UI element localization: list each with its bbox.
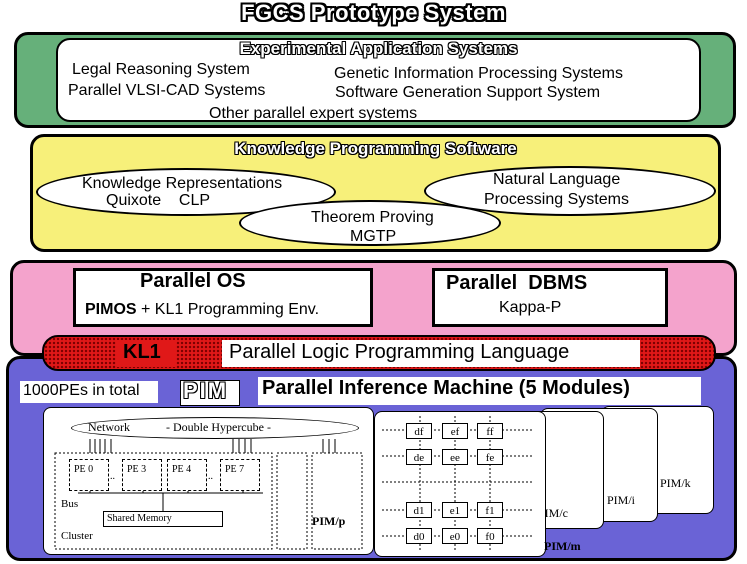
kl1-label-box	[116, 340, 176, 367]
parallel-os-box	[73, 268, 373, 327]
shared-memory-label: Shared Memory	[107, 513, 172, 524]
tp-ellipse	[239, 200, 501, 246]
pim-i-label: PIM/i	[607, 493, 636, 507]
mesh-node: f1	[477, 502, 503, 518]
parallel-os-title: Parallel OS	[140, 270, 246, 292]
pe-dots-right: ..	[208, 471, 213, 482]
mesh-node: ef	[442, 423, 468, 439]
pe-node-0-label: PE 0	[74, 464, 94, 475]
parallel-dbms-title: Parallel DBMS	[446, 272, 588, 294]
pe-total: 1000PEs in total	[23, 382, 140, 399]
nl-ellipse	[424, 166, 716, 216]
pim-logo-box	[180, 380, 240, 406]
dbms-sub: Kappa-P	[499, 299, 562, 316]
diagram-title: FGCS Prototype System	[241, 0, 506, 25]
mesh-node: d1	[406, 502, 432, 518]
pim-title-box	[258, 377, 701, 405]
pimos-sub: + KL1 Programming Env.	[136, 301, 320, 318]
kl1-label: KL1	[123, 341, 161, 363]
app-item-expert: Other parallel expert systems	[209, 105, 418, 122]
kr-line2: Quixote CLP	[106, 192, 211, 209]
app-item-genetic: Genetic Information Processing Systems	[334, 65, 624, 82]
pe-dots-left: ..	[110, 471, 115, 482]
mesh-node: e1	[442, 502, 468, 518]
pe-node-4-label: PE 4	[172, 464, 192, 475]
pim-title: Parallel Inference Machine (5 Modules)	[262, 377, 630, 399]
pe-node-3: PE 3	[122, 459, 162, 491]
pe-node-0: PE 0	[69, 459, 109, 491]
kps-heading: Knowledge Programming Software	[234, 139, 517, 158]
application-panel	[56, 38, 701, 122]
hypercube-label: - Double Hypercube -	[166, 420, 271, 434]
mesh-node: fe	[477, 449, 503, 465]
nl-line1: Natural Language	[493, 171, 621, 188]
mesh-node: d0	[406, 528, 432, 544]
tp-line2: MGTP	[350, 228, 397, 245]
mesh-node: de	[406, 449, 432, 465]
network-label: Network	[88, 420, 130, 434]
mesh-node: e0	[442, 528, 468, 544]
pe-node-3-label: PE 3	[127, 464, 147, 475]
mesh-node: df	[406, 423, 432, 439]
pe-node-7: PE 7	[220, 459, 260, 491]
mesh-node: ff	[477, 423, 503, 439]
pim-k-label: PIM/k	[660, 476, 691, 490]
kr-line1: Knowledge Representations	[82, 175, 283, 192]
application-heading: Experimental Application Systems	[239, 39, 518, 58]
kl1-desc-box	[222, 340, 640, 367]
mesh-node: f0	[477, 528, 503, 544]
kl1-desc: Parallel Logic Programming Language	[229, 341, 570, 363]
nl-line2: Processing Systems	[484, 191, 629, 208]
network-connectors	[54, 439, 363, 550]
pe-node-4: PE 4	[167, 459, 207, 491]
network-ellipse	[71, 417, 359, 439]
pe-node-7-label: PE 7	[225, 464, 245, 475]
pim-p-label: PIM/p	[312, 514, 346, 528]
pe-total-box	[20, 381, 158, 403]
pim-logo: PIM	[183, 378, 229, 403]
app-item-software-gen: Software Generation Support System	[335, 84, 601, 101]
bus-label: Bus	[61, 498, 79, 510]
cluster-label: Cluster	[61, 530, 93, 542]
shared-memory-box	[103, 511, 223, 527]
tp-line1: Theorem Proving	[311, 209, 434, 226]
mesh-node: ee	[442, 449, 468, 465]
pimos-label: PIMOS	[85, 301, 137, 318]
app-item-legal: Legal Reasoning System	[72, 61, 250, 78]
parallel-dbms-box	[432, 268, 668, 327]
pim-m-label: PIM/m	[544, 539, 581, 553]
pimos-line: PIMOS + KL1 Programming Env.	[85, 301, 319, 319]
app-item-vlsi: Parallel VLSI-CAD Systems	[68, 82, 266, 99]
